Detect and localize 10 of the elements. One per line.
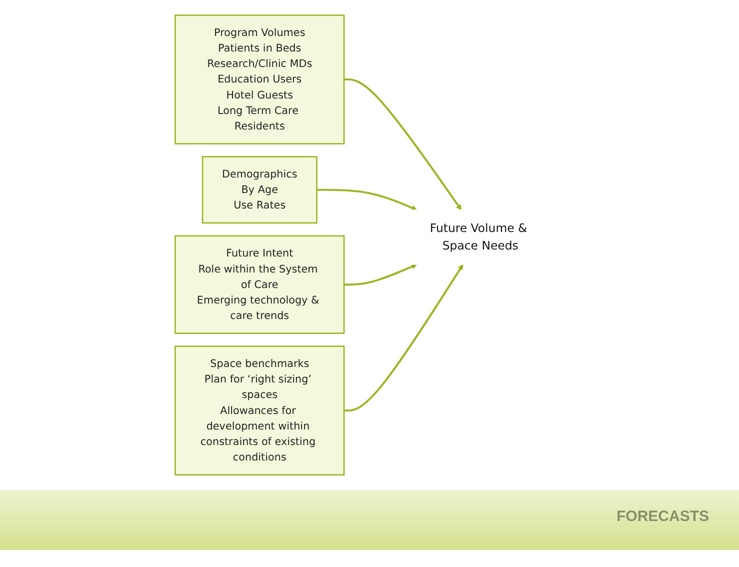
node-box: Future Intent Role within the System of Care Emerging technology & care trends (174, 235, 344, 334)
node-text: Future Volume & Space Needs (429, 222, 527, 253)
node-box: Demographics By Age Use Rates (201, 156, 317, 224)
node-box: Program Volumes Patients in Beds Research/Clinic MDs Education Users Hotel Guests Long Term Care Residents (174, 14, 344, 144)
arrow (344, 264, 417, 286)
node-box: Space benchmarks Plan for ‘right sizing’ spaces Allowances for development within constraints of existing conditions (174, 346, 344, 476)
arrow (344, 264, 463, 412)
arrow (344, 78, 462, 210)
section-label: FORECASTS (616, 508, 709, 525)
arrow (316, 188, 417, 211)
